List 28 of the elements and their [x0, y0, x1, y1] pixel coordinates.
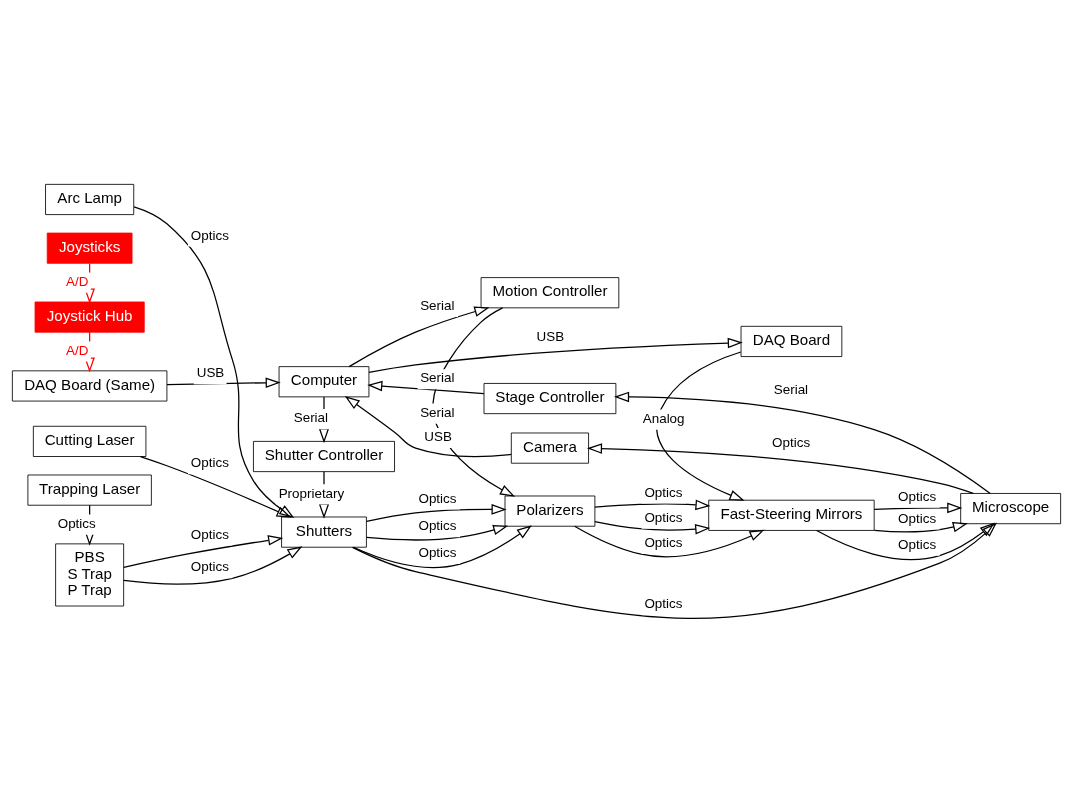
edge-label: Optics: [418, 518, 457, 534]
edge-label: Optics: [898, 510, 937, 526]
edge-label: Optics: [898, 536, 937, 552]
edge-label: A/D: [66, 273, 89, 289]
edge-label: Optics: [644, 535, 683, 551]
edge-label: Optics: [57, 515, 96, 531]
edge-label: Serial: [293, 410, 329, 426]
edge-label: USB: [196, 365, 225, 381]
edge-label: USB: [424, 429, 452, 445]
edge-label: Optics: [772, 435, 811, 451]
edge-label: Optics: [644, 596, 683, 612]
edge-label: USB: [536, 329, 565, 345]
edge-label: Optics: [190, 227, 229, 243]
edge-label: Optics: [644, 509, 683, 525]
edge-label: Analog: [642, 410, 685, 426]
edge-label: Optics: [190, 526, 229, 542]
edge-label: Optics: [190, 455, 229, 471]
edge-label: Serial: [420, 370, 455, 386]
edge-label: Optics: [418, 490, 457, 506]
edge-label: Serial: [420, 404, 455, 420]
edge-label: Optics: [644, 484, 683, 500]
edge-label: Optics: [418, 545, 457, 561]
edge-label: Optics: [898, 488, 937, 504]
edge-label: Serial: [773, 382, 809, 398]
edge-label: A/D: [66, 342, 89, 358]
edge-label: Proprietary: [278, 485, 345, 501]
edge-label: Serial: [420, 298, 455, 314]
edge-label: Optics: [190, 559, 229, 575]
